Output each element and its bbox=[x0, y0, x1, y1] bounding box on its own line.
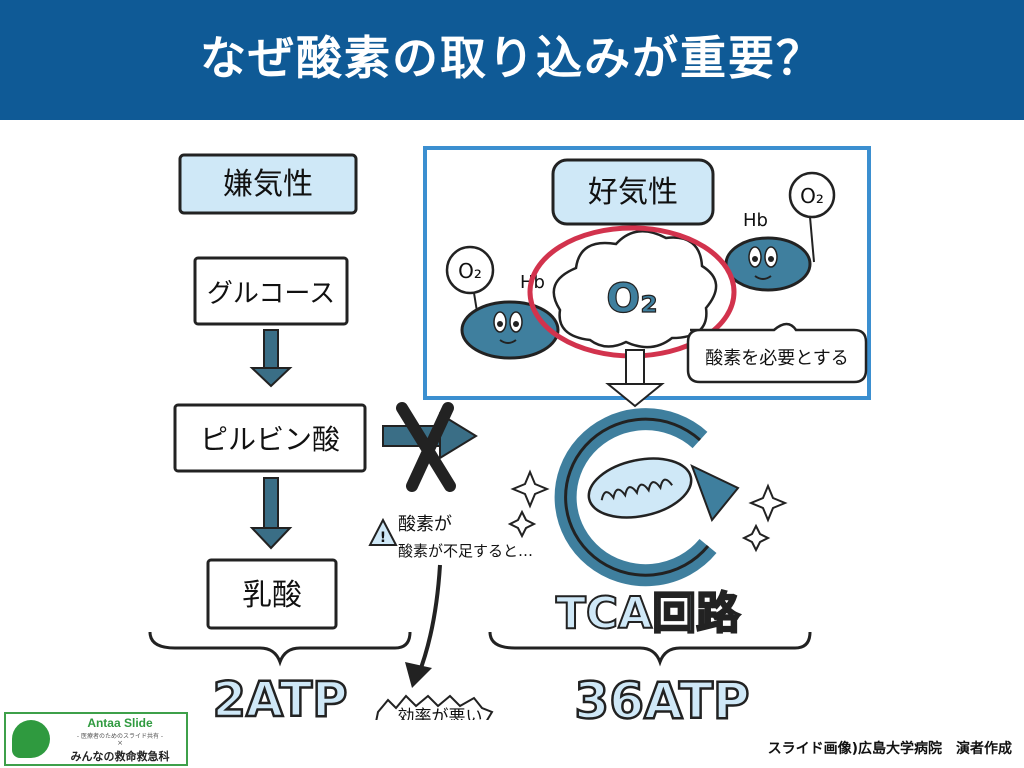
step-pyruvate: ピルビン酸 bbox=[173, 403, 367, 473]
warning-icon: ! bbox=[368, 517, 398, 546]
svg-text:Hb: Hb bbox=[743, 210, 768, 231]
svg-text:36ATP: 36ATP bbox=[574, 672, 749, 720]
slide-header: なぜ酸素の取り込みが重要？ bbox=[0, 0, 1024, 120]
anaerobic-label: 嫌気性 bbox=[178, 153, 358, 215]
leaf-icon bbox=[12, 720, 50, 758]
svg-text:グルコース: グルコース bbox=[207, 279, 335, 309]
tca-cycle-label: TCA回路 bbox=[555, 587, 742, 640]
arrow-down-2 bbox=[249, 477, 293, 550]
sparkle-icon bbox=[507, 469, 788, 553]
svg-text:TCA回路: TCA回路 bbox=[556, 588, 741, 639]
svg-text:ピルビン酸: ピルビン酸 bbox=[200, 423, 340, 456]
antaa-logo: Antaa Slide - 医療者のためのスライド共有 - × みんなの救命救急… bbox=[4, 712, 188, 766]
arrow-down-1 bbox=[249, 329, 293, 388]
warning-text: 酸素が不足すると… bbox=[398, 542, 533, 560]
svg-text:O₂: O₂ bbox=[606, 276, 658, 322]
svg-text:酸素を必要とする: 酸素を必要とする bbox=[705, 348, 848, 369]
aerobic-label: 好気性 bbox=[551, 158, 715, 226]
warning-arrow-head bbox=[405, 662, 432, 688]
slide-title: なぜ酸素の取り込みが重要？ bbox=[200, 31, 824, 85]
tca-cycle-icon bbox=[554, 408, 740, 587]
warning-line-1: 酸素が bbox=[398, 514, 452, 535]
logo-cross: × bbox=[117, 739, 123, 747]
blocked-x-mark bbox=[396, 402, 456, 492]
efficiency-callout: 効率が悪い bbox=[375, 694, 494, 720]
svg-text:効率が悪い: 効率が悪い bbox=[398, 707, 483, 720]
oxygen-cloud: O₂ bbox=[552, 230, 718, 349]
warning-arrow bbox=[416, 564, 442, 677]
step-glucose: グルコース bbox=[193, 256, 349, 326]
anaerobic-atp: 2ATP bbox=[211, 671, 348, 720]
svg-text:O₂: O₂ bbox=[458, 259, 482, 283]
hemoglobin-character-left: O₂ Hb bbox=[445, 245, 560, 360]
logo-name: みんなの救命救急科 bbox=[70, 750, 170, 763]
anaerobic-brace bbox=[148, 631, 412, 667]
hemoglobin-character-right: O₂ Hb bbox=[724, 171, 836, 292]
step-lactate: 乳酸 bbox=[206, 558, 338, 630]
svg-text:好気性: 好気性 bbox=[588, 175, 678, 210]
svg-text:嫌気性: 嫌気性 bbox=[223, 167, 313, 202]
aerobic-atp: 36ATP bbox=[573, 671, 751, 720]
svg-text:乳酸: 乳酸 bbox=[242, 578, 302, 613]
logo-subtitle: - 医療者のためのスライド共有 - bbox=[76, 733, 164, 740]
svg-text:O₂: O₂ bbox=[800, 184, 824, 208]
aerobic-panel bbox=[423, 146, 871, 400]
requirement-bubble: 酸素を必要とする bbox=[686, 322, 868, 384]
footer-credit: スライド画像)広島大学病院 演者作成 bbox=[767, 741, 1012, 757]
svg-text:2ATP: 2ATP bbox=[213, 672, 348, 720]
metabolism-diagram: 嫌気性 グルコース ピルビン酸 乳酸 2ATP ! 酸素が 酸素が不足すると… … bbox=[148, 146, 871, 720]
arrow-down-to-cycle bbox=[605, 349, 665, 408]
svg-text:!: ! bbox=[380, 530, 386, 546]
logo-title: Antaa Slide bbox=[87, 716, 153, 730]
aerobic-brace bbox=[488, 631, 812, 667]
